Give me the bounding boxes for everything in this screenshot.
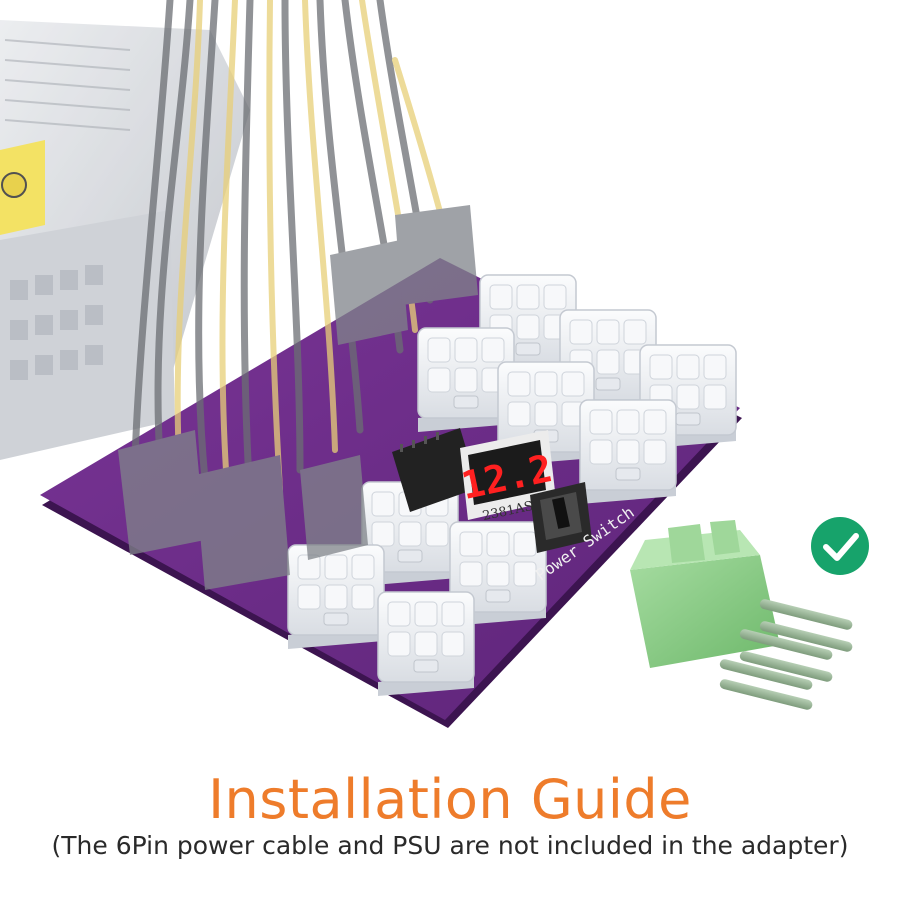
terminal-pins xyxy=(719,599,853,710)
pcie-connectors xyxy=(287,274,737,696)
six-pin-connector xyxy=(449,521,547,626)
caption-subtitle: (The 6Pin power cable and PSU are not in… xyxy=(51,831,849,860)
check-icon xyxy=(811,517,869,575)
psu-warning-label xyxy=(0,140,45,235)
power-cables xyxy=(118,0,478,590)
terminal-block-plug xyxy=(630,520,853,710)
six-pin-connector xyxy=(579,399,677,504)
six-pin-connector xyxy=(287,544,385,649)
caption-title: Installation Guide xyxy=(208,768,692,831)
six-pin-connector xyxy=(377,591,475,696)
power-supply-unit xyxy=(0,20,250,460)
